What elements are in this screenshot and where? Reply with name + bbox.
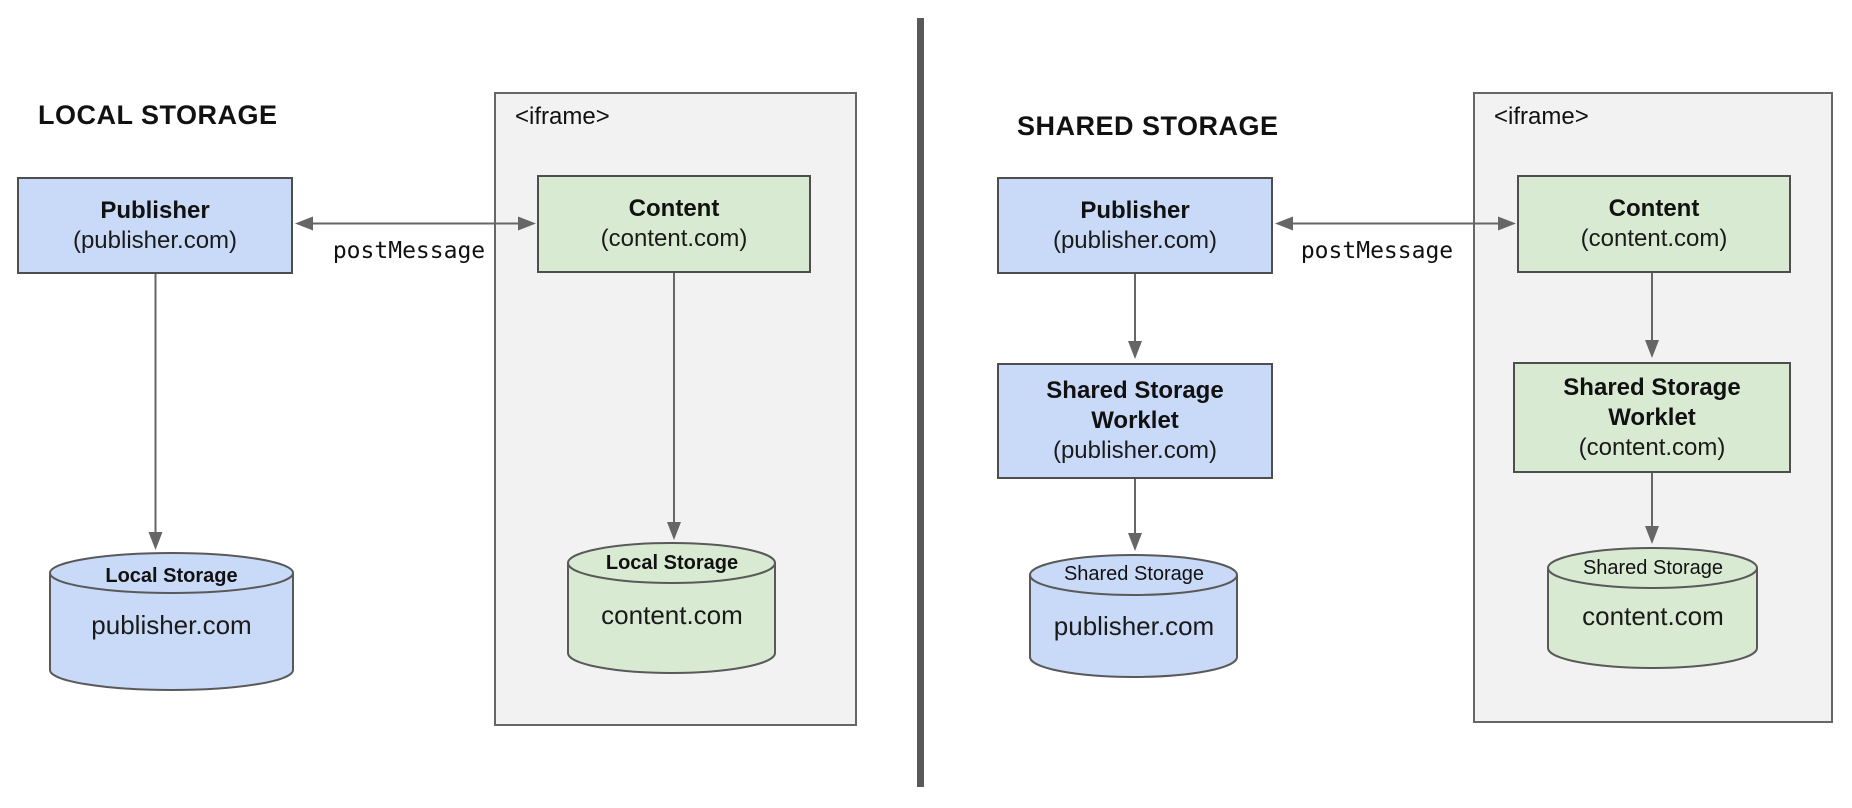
postmessage-label-right: postMessage bbox=[1300, 238, 1454, 264]
publisher-name: Publisher bbox=[1080, 196, 1190, 224]
publisher-to-worklet-arrow bbox=[1128, 274, 1142, 359]
content-box-left: Content (content.com) bbox=[537, 175, 811, 273]
worklet-to-storage-arrow-publisher bbox=[1128, 479, 1142, 551]
cylinder-domain: publisher.com bbox=[91, 610, 252, 640]
worklet-domain: (content.com) bbox=[1578, 433, 1726, 461]
publisher-domain: (publisher.com) bbox=[1052, 226, 1218, 254]
cylinder-label: Local Storage bbox=[105, 565, 238, 587]
content-to-storage-arrow-left bbox=[667, 273, 681, 540]
cylinder-label: Shared Storage bbox=[1582, 557, 1724, 579]
publisher-to-storage-arrow-left bbox=[148, 274, 163, 550]
local-storage-title: LOCAL STORAGE bbox=[38, 100, 278, 130]
iframe-label-left: <iframe> bbox=[515, 103, 610, 130]
cylinder-label: Shared Storage bbox=[1063, 563, 1205, 585]
publisher-box-left: Publisher (publisher.com) bbox=[17, 177, 293, 274]
cylinder-domain: content.com bbox=[1582, 601, 1724, 631]
cylinder-label: Local Storage bbox=[605, 552, 739, 574]
worklet-to-storage-arrow-content bbox=[1645, 473, 1659, 544]
content-domain: (content.com) bbox=[1580, 225, 1728, 252]
postmessage-arrow-left bbox=[295, 216, 536, 231]
shared-storage-cylinder-content bbox=[1547, 547, 1758, 669]
shared-storage-worklet-box-publisher: Shared Storage Worklet (publisher.com) bbox=[997, 363, 1273, 479]
content-name: Content bbox=[1608, 195, 1700, 222]
worklet-domain: (publisher.com) bbox=[1052, 437, 1218, 464]
shared-storage-worklet-box-content: Shared Storage Worklet (content.com) bbox=[1513, 362, 1791, 473]
panel-divider bbox=[917, 18, 924, 787]
content-box-right: Content (content.com) bbox=[1517, 175, 1791, 273]
shared-storage-title: SHARED STORAGE bbox=[1017, 111, 1279, 141]
shared-storage-cylinder-publisher bbox=[1029, 554, 1238, 678]
postmessage-label-left: postMessage bbox=[332, 238, 486, 264]
content-name: Content bbox=[628, 195, 720, 222]
cylinder-domain: content.com bbox=[601, 600, 743, 630]
cylinder-domain: publisher.com bbox=[1053, 611, 1215, 641]
publisher-box-right: Publisher (publisher.com) bbox=[997, 177, 1273, 274]
local-storage-cylinder-publisher bbox=[49, 552, 294, 691]
local-storage-cylinder-content bbox=[567, 542, 776, 674]
publisher-domain: (publisher.com) bbox=[72, 226, 238, 254]
publisher-name: Publisher bbox=[100, 196, 210, 224]
content-domain: (content.com) bbox=[600, 225, 748, 252]
iframe-label-right: <iframe> bbox=[1494, 103, 1589, 130]
postmessage-arrow-right bbox=[1275, 216, 1516, 231]
worklet-name: Shared Storage Worklet bbox=[1563, 373, 1741, 431]
worklet-name: Shared Storage Worklet bbox=[1046, 377, 1224, 434]
content-to-worklet-arrow bbox=[1645, 273, 1659, 358]
